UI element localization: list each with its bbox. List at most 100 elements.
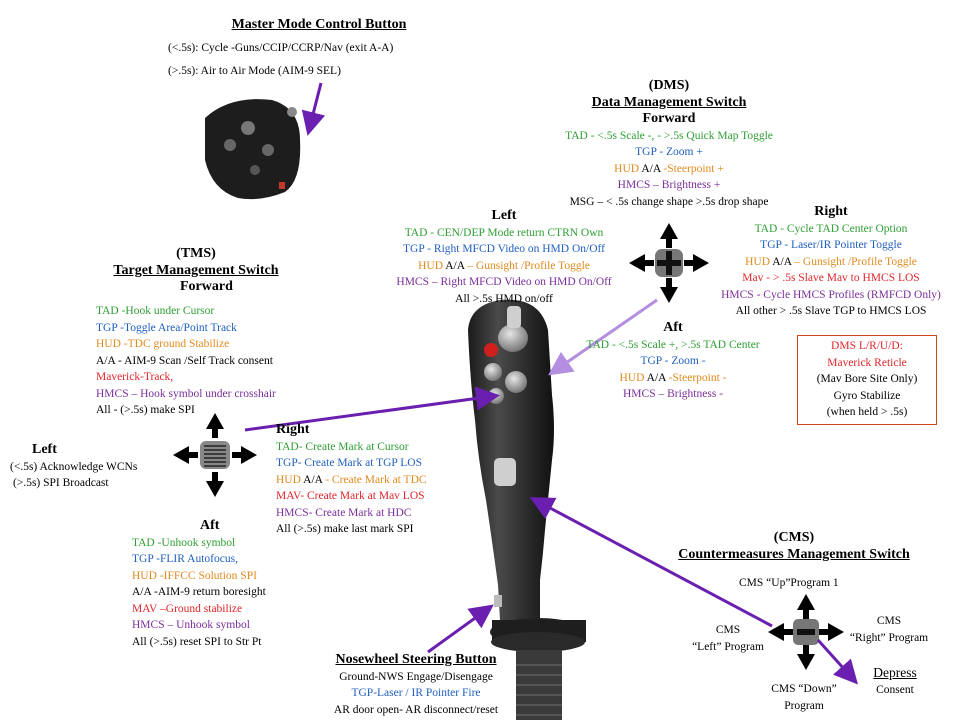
tms-right-mav: MAV- Create Mark at Mav LOS	[276, 490, 425, 502]
master-mode-lines: (<.5s): Cycle -Guns/CCIP/CCRP/Nav (exit …	[168, 40, 393, 79]
cms-left-block: CMS “Left” Program	[680, 622, 776, 655]
tms-aft-all: All (>.5s) reset SPI to Str Pt	[132, 635, 262, 648]
tms-aft-tad: TAD -Unhook symbol	[132, 536, 236, 549]
tms-arrow	[244, 386, 500, 432]
cms-depress-block: Depress Consent	[855, 665, 935, 698]
tms-right-block: Right TAD- Create Mark at Cursor TGP- Cr…	[276, 422, 427, 538]
tms-left-line-2: (>.5s) SPI Broadcast	[13, 477, 109, 489]
master-mode-arrow	[301, 82, 326, 136]
tms-aft-hmcs: HMCS – Unhook symbol	[132, 619, 250, 631]
tms-aft-mav: MAV –Ground stabilize	[132, 602, 243, 615]
tms-forward-hud: HUD -TDC ground Stabilize	[96, 338, 230, 350]
dms-right-all: All other > .5s Slave TGP to HMCS LOS	[735, 305, 927, 317]
tms-hat-icon	[173, 413, 257, 497]
cms-depress-arrow	[816, 638, 859, 685]
dms-aft-heading: Aft	[663, 320, 683, 335]
cms-left-line-2: “Left” Program	[692, 640, 764, 653]
nws-arrow	[427, 604, 494, 654]
joystick-image	[468, 299, 586, 720]
dms-hat-icon	[629, 223, 709, 303]
cms-right-line-2: “Right” Program	[849, 631, 929, 644]
cms-left-line-1: CMS	[715, 624, 741, 636]
dms-forward-msg: MSG – < .5s change shape >.5s drop shape	[569, 195, 769, 208]
dms-left-all: All >.5s HMD on/off	[455, 292, 553, 305]
tms-right-hud: HUD A/A - Create Mark at TDC	[276, 473, 427, 486]
cms-consent-label: Consent	[876, 683, 914, 696]
tms-aft-block: Aft TAD -Unhook symbol TGP -FLIR Autofoc…	[132, 518, 266, 650]
dms-aft-hmcs: HMCS – Brightness -	[623, 388, 723, 400]
nws-line-3: AR door open- AR disconnect/reset	[333, 703, 499, 716]
nws-line-1: Ground-NWS Engage/Disengage	[339, 670, 493, 683]
dms-right-hmcs: HMCS - Cycle HMCS Profiles (RMFCD Only)	[721, 288, 941, 301]
cms-header: (CMS) Countermeasures Management Switch	[660, 530, 928, 563]
cms-right-line-1: CMS	[876, 615, 902, 627]
cms-down-line-1: CMS “Down”	[771, 683, 837, 695]
nws-line-2: TGP-Laser / IR Pointer Fire	[351, 687, 481, 699]
dms-note-line-2: Maverick Reticle	[827, 356, 907, 369]
dms-abbr: (DMS)	[648, 78, 690, 93]
tms-left-heading: Left	[32, 442, 57, 457]
nws-title: Nosewheel Steering Button	[335, 652, 497, 667]
cms-depress-label: Depress	[873, 665, 917, 680]
dms-aft-tad: TAD - <.5s Scale +, >.5s TAD Center	[586, 338, 760, 351]
tms-aft-hud: HUD -IFFCC Solution SPI	[132, 569, 257, 582]
tms-left-block: Left (<.5s) Acknowledge WCNs (>.5s) SPI …	[10, 442, 137, 492]
cms-up: CMS “Up”Program 1	[739, 577, 839, 589]
dms-forward-tad: TAD - <.5s Scale -, - >.5s Quick Map Tog…	[565, 129, 773, 142]
dms-forward-hud: HUD A/A -Steerpoint +	[614, 162, 724, 175]
cms-title: Countermeasures Management Switch	[678, 546, 910, 562]
tms-forward-hmcs: HMCS – Hook symbol under crosshair	[96, 387, 276, 400]
tms-forward-tgp: TGP -Toggle Area/Point Track	[96, 321, 237, 334]
tms-aft-aa: A/A -AIM-9 return boresight	[132, 586, 266, 598]
dms-left-block: Left TAD - CEN/DEP Mode return CTRN Own …	[376, 208, 632, 307]
dms-right-tgp: TGP - Laser/IR Pointer Toggle	[760, 239, 902, 251]
tms-right-heading: Right	[276, 422, 310, 437]
tms-forward-mav: Maverick-Track,	[96, 371, 174, 383]
dms-header: (DMS) Data Management Switch Forward TAD…	[548, 78, 790, 210]
tms-left-line-1: (<.5s) Acknowledge WCNs	[10, 460, 138, 473]
tms-forward-tad: TAD -Hook under Cursor	[96, 305, 215, 317]
tms-title: Target Management Switch	[113, 262, 279, 278]
dms-note-line-3: (Mav Bore Site Only)	[816, 373, 918, 385]
dms-note-line-4: Gyro Stabilize	[833, 389, 901, 402]
dms-left-heading: Left	[491, 208, 517, 223]
tms-abbr: (TMS)	[176, 246, 216, 261]
dms-title: Data Management Switch	[591, 94, 747, 110]
dms-right-tad: TAD - Cycle TAD Center Option	[754, 222, 908, 235]
cms-abbr: (CMS)	[773, 530, 815, 545]
dms-arrow	[548, 298, 658, 376]
dms-left-tad: TAD - CEN/DEP Mode return CTRN Own	[404, 226, 604, 239]
cms-right-block: CMS “Right” Program	[842, 613, 936, 646]
tms-forward-aa: A/A - AIM-9 Scan /Self Track consent	[96, 354, 273, 367]
tms-right-tgp: TGP- Create Mark at TGP LOS	[276, 457, 422, 469]
dms-right-hud: HUD A/A – Gunsight /Profile Toggle	[745, 255, 917, 268]
master-mode-button-image	[205, 99, 301, 200]
cms-arrow	[529, 497, 773, 628]
dms-aft-tgp: TGP - Zoom -	[640, 355, 706, 367]
tms-forward-heading: Forward	[180, 279, 233, 294]
master-mode-line-1: (<.5s): Cycle -Guns/CCIP/CCRP/Nav (exit …	[168, 42, 394, 54]
dms-note-box: DMS L/R/U/D: Maverick Reticle (Mav Bore …	[797, 335, 937, 425]
nws-block: Nosewheel Steering Button Ground-NWS Eng…	[308, 652, 524, 718]
dms-aft-hud: HUD A/A -Steerpoint -	[619, 371, 727, 384]
tms-forward-all: All - (>.5s) make SPI	[96, 404, 195, 416]
tms-aft-heading: Aft	[200, 518, 220, 533]
dms-left-hmcs: HMCS – Right MFCD Video on HMD On/Off	[396, 276, 612, 288]
dms-right-block: Right TAD - Cycle TAD Center Option TGP …	[700, 204, 962, 320]
tms-forward-block: TAD -Hook under Cursor TGP -Toggle Area/…	[96, 303, 276, 419]
tms-right-hmcs: HMCS- Create Mark at HDC	[276, 506, 412, 519]
dms-forward-tgp: TGP - Zoom +	[635, 146, 703, 158]
cms-hat-icon	[768, 594, 844, 670]
dms-left-tgp: TGP - Right MFCD Video on HMD On/Off	[403, 243, 605, 255]
dms-note-line-5: (when held > .5s)	[826, 406, 908, 418]
dms-note-line-1: DMS L/R/U/D:	[831, 340, 903, 352]
dms-forward-heading: Forward	[642, 111, 696, 126]
master-mode-block: Master Mode Control Button	[196, 17, 442, 34]
tms-header: (TMS) Target Management Switch Forward	[96, 246, 296, 296]
tms-right-all: All (>.5s) make last mark SPI	[276, 523, 414, 535]
tms-right-tad: TAD- Create Mark at Cursor	[276, 440, 409, 453]
cms-down-block: CMS “Down” Program	[754, 681, 854, 714]
dms-forward-hmcs: HMCS – Brightness +	[617, 179, 721, 191]
dms-right-mav: Mav - > .5s Slave Mav to HMCS LOS	[742, 272, 920, 284]
